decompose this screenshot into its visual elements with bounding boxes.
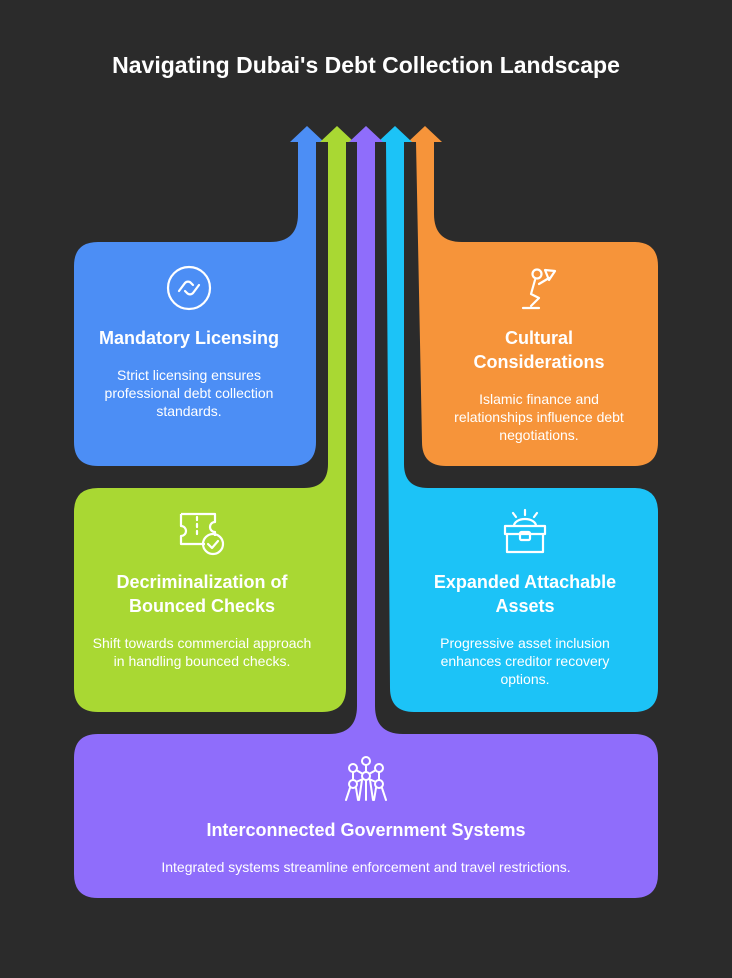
card-checks: Decriminalization of Bounced Checks Shif… [92, 508, 312, 670]
card-assets-description: Progressive asset inclusion enhances cre… [440, 635, 610, 687]
network-structure-icon [345, 756, 387, 801]
card-cultural-description: Islamic finance and relationships influe… [454, 391, 624, 443]
card-licensing-title: Mandatory Licensing [98, 328, 280, 348]
card-checks-title: Decriminalization of Bounced Checks [116, 572, 288, 616]
card-shape-systems [74, 126, 658, 898]
handshake-circle-icon [166, 265, 212, 311]
card-systems-title: Interconnected Government Systems [206, 820, 526, 840]
person-praying-icon [521, 268, 557, 310]
page-title: Navigating Dubai's Debt Collection Lands… [112, 52, 620, 78]
card-assets: Expanded Attachable Assets Progressive a… [420, 508, 630, 688]
card-licensing: Mandatory Licensing Strict licensing ens… [86, 264, 292, 420]
card-cultural: Cultural Considerations Islamic finance … [440, 264, 638, 444]
card-cultural-title: Cultural Considerations [473, 328, 605, 372]
card-shape-checks [74, 126, 354, 712]
card-systems: Interconnected Government Systems Integr… [90, 754, 642, 876]
ticket-check-icon [179, 512, 225, 556]
card-checks-description: Shift towards commercial approach in han… [92, 635, 312, 669]
card-systems-description: Integrated systems streamline enforcemen… [161, 859, 571, 875]
card-licensing-description: Strict licensing ensures professional de… [104, 367, 274, 419]
card-assets-title: Expanded Attachable Assets [433, 572, 617, 616]
card-shape-licensing [74, 126, 324, 466]
treasure-chest-icon [503, 508, 547, 554]
card-shape-assets [378, 126, 658, 712]
